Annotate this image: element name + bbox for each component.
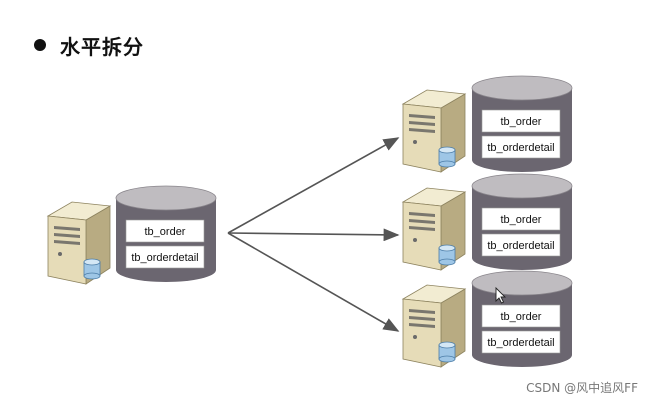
bullet-icon	[34, 39, 46, 51]
server-icon	[46, 201, 112, 285]
split-arrow	[227, 232, 400, 332]
database-cylinder: tb_order tb_orderdetail	[471, 173, 573, 270]
table-name-label: tb_orderdetail	[131, 252, 198, 264]
target-node: tb_order tb_orderdetail	[401, 173, 573, 271]
database-icon	[438, 146, 456, 168]
table-card	[481, 304, 561, 328]
table-card	[481, 135, 561, 159]
split-arrow	[227, 228, 400, 242]
table-card	[481, 233, 561, 257]
table-name-label: tb_order	[501, 214, 542, 226]
server-icon	[401, 284, 467, 368]
table-name-label: tb_orderdetail	[487, 142, 554, 154]
database-icon	[438, 341, 456, 363]
table-card	[481, 330, 561, 354]
table-name-label: tb_order	[501, 311, 542, 323]
heading: 水平拆分	[34, 33, 144, 59]
database-cylinder: tb_order tb_orderdetail	[115, 185, 217, 282]
server-icon	[401, 187, 467, 271]
database-nodes: tb_order tb_orderdetail tb_order tb_orderde…	[46, 75, 573, 368]
server-icon	[401, 89, 467, 173]
mouse-cursor-icon	[495, 286, 507, 304]
split-arrows	[227, 137, 400, 332]
split-arrow	[227, 137, 400, 234]
table-name-label: tb_orderdetail	[487, 240, 554, 252]
table-name-label: tb_order	[501, 116, 542, 128]
table-name-label: tb_orderdetail	[487, 337, 554, 349]
database-cylinder: tb_order tb_orderdetail	[471, 75, 573, 172]
heading-title: 水平拆分	[60, 34, 144, 59]
table-card	[125, 245, 205, 269]
database-icon	[438, 244, 456, 266]
table-card	[481, 207, 561, 231]
source-node: tb_order tb_orderdetail	[46, 185, 217, 285]
database-cylinder: tb_order tb_orderdetail	[471, 270, 573, 367]
database-icon	[83, 258, 101, 280]
table-card	[125, 219, 205, 243]
table-card	[481, 109, 561, 133]
target-node: tb_order tb_orderdetail	[401, 270, 573, 368]
watermark: CSDN @风中追风FF	[526, 381, 638, 395]
target-node: tb_order tb_orderdetail	[401, 75, 573, 173]
table-name-label: tb_order	[145, 226, 186, 238]
